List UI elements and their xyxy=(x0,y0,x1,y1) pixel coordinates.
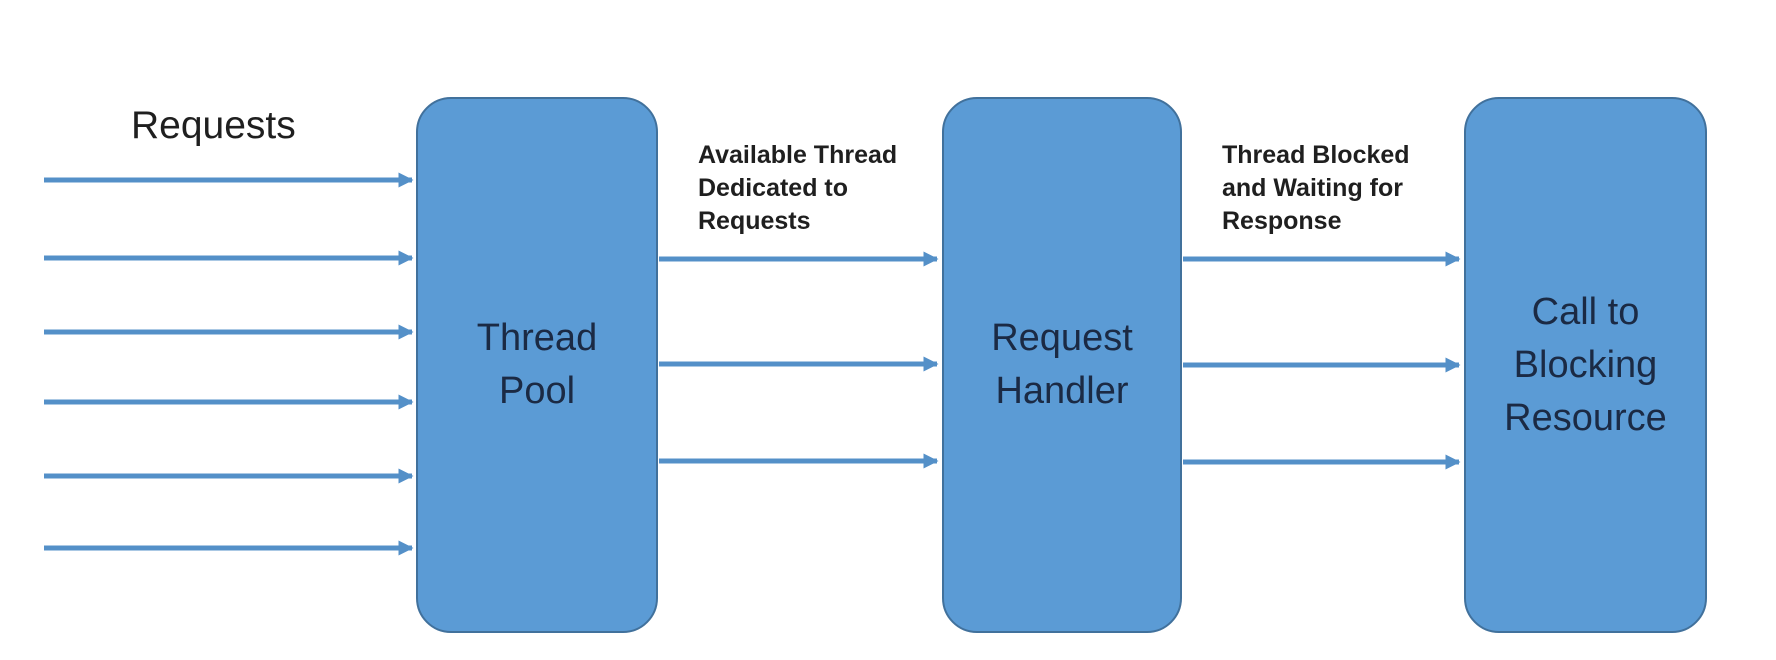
requests-label: Requests xyxy=(131,104,296,147)
node-thread-pool: Thread Pool xyxy=(416,97,658,633)
node-request-handler: Request Handler xyxy=(942,97,1182,633)
node-thread-pool-label: Thread Pool xyxy=(476,317,598,412)
node-call-to-blocking-resource-label: Call to Blocking Resource xyxy=(1504,290,1667,439)
thread-blocked-label: Thread Blocked and Waiting for Response xyxy=(1222,141,1410,235)
node-call-to-blocking-resource: Call to Blocking Resource xyxy=(1464,97,1707,633)
available-thread-label: Available Thread Dedicated to Requests xyxy=(698,141,898,235)
node-request-handler-label: Request Handler xyxy=(991,317,1133,412)
